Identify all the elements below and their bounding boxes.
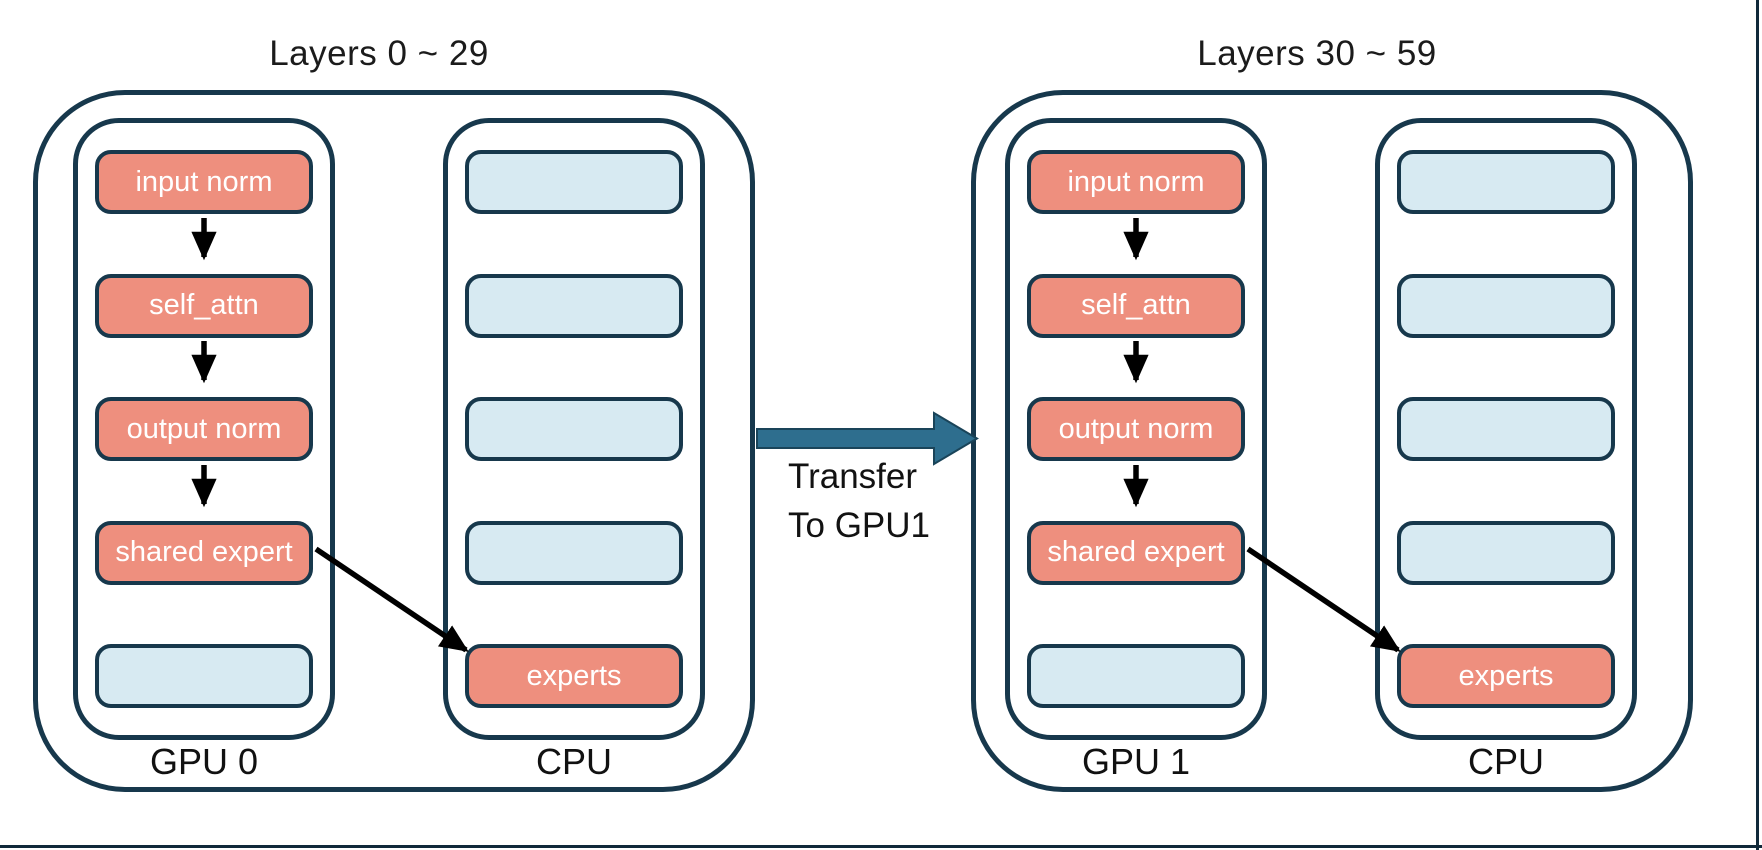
cpu1-label: CPU bbox=[1467, 741, 1544, 782]
block-experts: experts bbox=[1397, 644, 1615, 708]
block-empty-slot bbox=[465, 520, 683, 585]
block-output-norm: output norm bbox=[95, 397, 313, 461]
gpu1-label: GPU 1 bbox=[1081, 741, 1191, 782]
block-self-attn: self_attn bbox=[1027, 273, 1245, 338]
transfer-label-line1: Transfer bbox=[788, 457, 918, 496]
block-empty-slot bbox=[1397, 520, 1615, 585]
frame-border-bottom bbox=[0, 845, 1762, 848]
transfer-label-line2: To GPU1 bbox=[788, 506, 930, 545]
block-empty-slot bbox=[465, 397, 683, 461]
cpu0-column: experts bbox=[443, 118, 705, 740]
block-empty-slot bbox=[1397, 273, 1615, 338]
block-input-norm: input norm bbox=[95, 150, 313, 214]
block-empty-slot bbox=[465, 150, 683, 214]
gpu0-column: input norm self_attn output norm shared … bbox=[73, 118, 335, 740]
block-empty-slot bbox=[1397, 397, 1615, 461]
frame-border-right bbox=[1756, 0, 1759, 850]
gpu1-column: input norm self_attn output norm shared … bbox=[1005, 118, 1267, 740]
block-self-attn: self_attn bbox=[95, 273, 313, 338]
block-empty-slot bbox=[465, 273, 683, 338]
block-empty-slot bbox=[1027, 644, 1245, 708]
block-empty-slot bbox=[95, 644, 313, 708]
stage-title-layers-0-29: Layers 0 ~ 29 bbox=[269, 34, 489, 73]
cpu0-label: CPU bbox=[535, 741, 612, 782]
block-experts: experts bbox=[465, 644, 683, 708]
block-shared-expert: shared expert bbox=[1027, 520, 1245, 585]
gpu0-label: GPU 0 bbox=[149, 741, 259, 782]
cpu1-column: experts bbox=[1375, 118, 1637, 740]
block-shared-expert: shared expert bbox=[95, 520, 313, 585]
transfer-arrow-label: Transfer To GPU1 bbox=[788, 452, 988, 550]
block-empty-slot bbox=[1397, 150, 1615, 214]
block-input-norm: input norm bbox=[1027, 150, 1245, 214]
stage-title-layers-30-59: Layers 30 ~ 59 bbox=[1197, 34, 1437, 73]
block-output-norm: output norm bbox=[1027, 397, 1245, 461]
